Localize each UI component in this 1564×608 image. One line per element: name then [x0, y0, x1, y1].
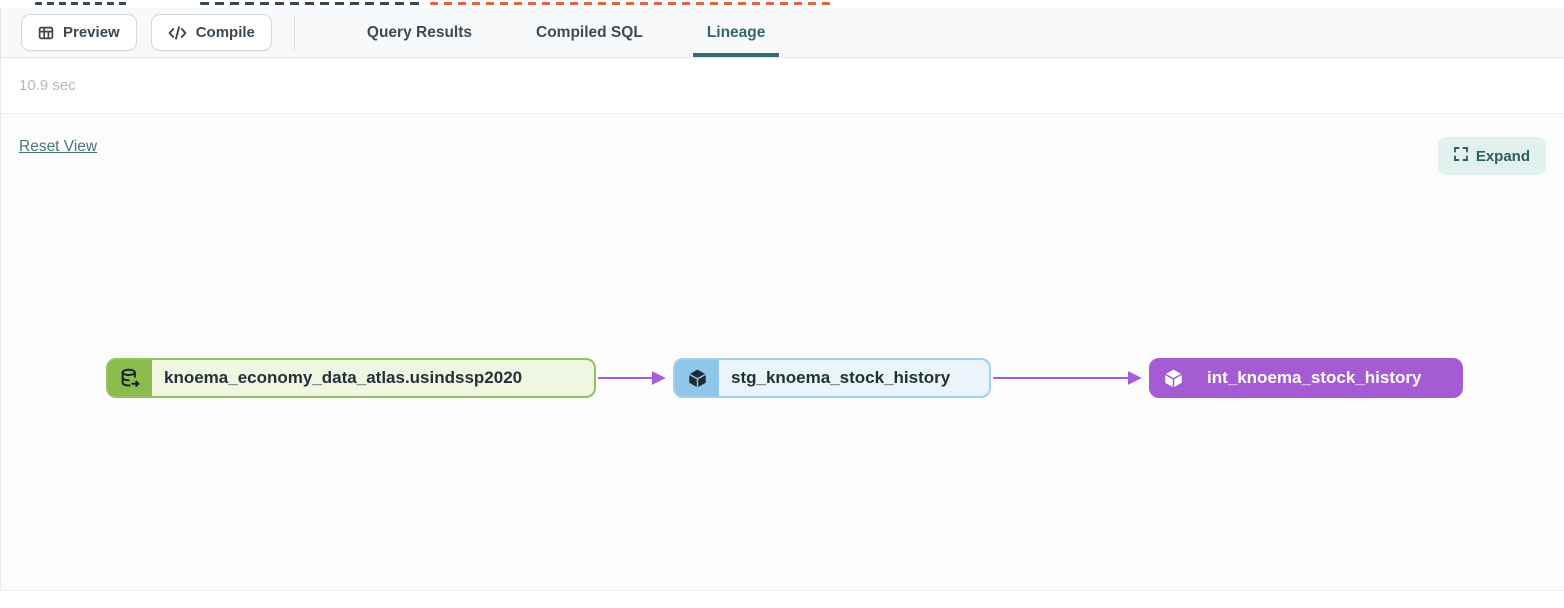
compile-button-label: Compile: [195, 24, 255, 41]
code-fragment: [430, 2, 830, 5]
table-icon: [38, 25, 54, 41]
results-tabs: Query Results Compiled SQL Lineage: [335, 8, 797, 57]
database-export-icon: [108, 360, 152, 396]
compile-button[interactable]: Compile: [150, 14, 272, 51]
tab-lineage[interactable]: Lineage: [692, 8, 780, 57]
cube-icon: [1151, 360, 1195, 396]
results-toolbar: Preview Compile Query Results Compiled S…: [0, 8, 1564, 58]
query-duration: 10.9 sec: [19, 77, 76, 94]
toolbar-button-group: Preview Compile: [1, 8, 272, 57]
preview-button-label: Preview: [63, 24, 120, 41]
expand-button[interactable]: Expand: [1437, 137, 1546, 175]
lineage-node-int-knoema-stock-history[interactable]: int_knoema_stock_history: [1149, 358, 1463, 398]
reset-view-link[interactable]: Reset View: [19, 138, 98, 155]
lineage-node-stg-knoema-stock-history[interactable]: stg_knoema_stock_history: [673, 358, 991, 398]
node-label: stg_knoema_stock_history: [719, 360, 989, 396]
code-fragment: [35, 2, 130, 5]
toolbar-divider: [293, 15, 295, 50]
code-icon: [168, 25, 187, 40]
tab-query-results[interactable]: Query Results: [366, 23, 473, 41]
expand-icon: [1453, 147, 1468, 165]
lineage-canvas[interactable]: Reset View Expand: [0, 114, 1564, 591]
status-row: 10.9 sec: [0, 58, 1564, 114]
code-fragment: [200, 2, 420, 5]
clipped-editor-line: [0, 0, 1564, 8]
lineage-edges: [598, 371, 1142, 385]
lineage-node-source[interactable]: knoema_economy_data_atlas.usindssp2020: [106, 358, 596, 398]
node-label: int_knoema_stock_history: [1207, 368, 1422, 387]
node-label: knoema_economy_data_atlas.usindssp2020: [152, 360, 594, 396]
preview-button[interactable]: Preview: [21, 14, 137, 51]
tab-compiled-sql[interactable]: Compiled SQL: [536, 23, 643, 41]
cube-icon: [675, 360, 719, 396]
expand-button-label: Expand: [1475, 147, 1530, 165]
